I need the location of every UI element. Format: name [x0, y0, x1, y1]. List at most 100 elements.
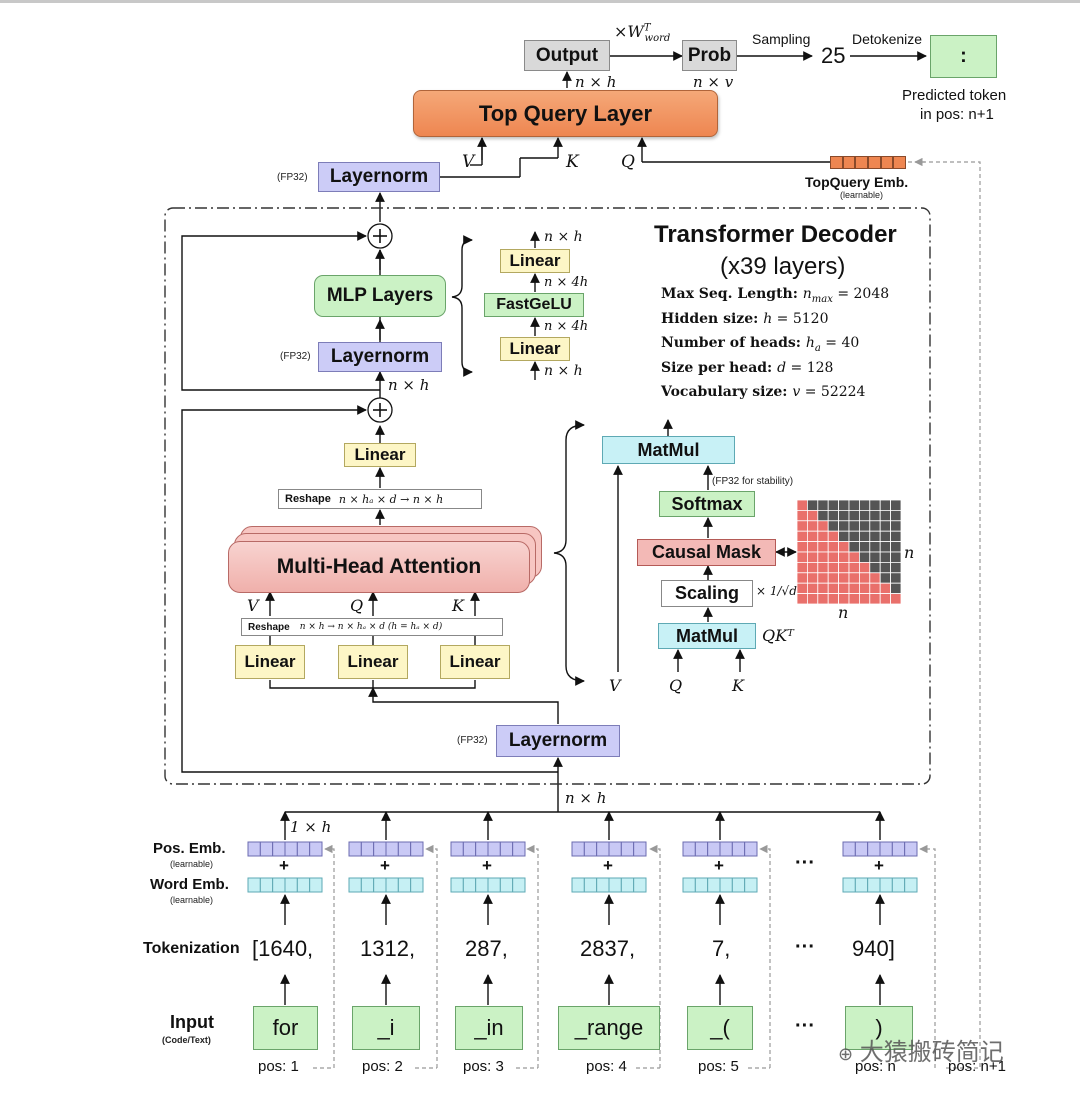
attn-k: K: [732, 676, 744, 695]
top-query-v: V: [462, 152, 475, 172]
token-ellipsis: ···: [795, 936, 815, 958]
layernorm-mid: Layernorm: [318, 342, 442, 372]
linear-q: Linear: [338, 645, 408, 679]
output-dim: n × h: [575, 73, 617, 91]
pos-emb-label: Pos. Emb.: [153, 840, 226, 857]
mask-cell: [807, 509, 819, 522]
mask-cell: [890, 509, 902, 522]
mask-cell: [879, 530, 892, 543]
mask-cell: [869, 582, 881, 595]
mask-cell: [807, 572, 819, 584]
mask-cell: [848, 551, 860, 563]
mlp-linear-bottom: Linear: [500, 337, 570, 361]
scaling-label: Scaling: [674, 583, 740, 603]
mask-n-bottom: n: [838, 603, 849, 622]
detokenize-label: Detokenize: [852, 31, 923, 47]
mask-cell: [838, 499, 850, 511]
pos-emb-cell: [707, 841, 721, 857]
pos-emb-cell: [348, 841, 362, 857]
mask-cell: [838, 520, 850, 532]
mask-cell: [848, 582, 860, 595]
mask-cell: [817, 509, 829, 522]
linear-v-label: Linear: [244, 652, 296, 671]
word-emb-cell: [487, 877, 501, 893]
token-id: 940]: [852, 936, 895, 961]
mask-cell: [807, 562, 819, 574]
mask-n-right: n: [904, 543, 915, 562]
mask-cell: [817, 541, 829, 553]
layernorm-bottom-label: Layernorm: [508, 730, 608, 751]
mask-cell: [796, 593, 808, 605]
mask-cell: [869, 551, 881, 563]
top-divider: [0, 0, 1080, 3]
word-emb-cell: [620, 877, 635, 893]
prob-box: Prob: [682, 40, 737, 71]
embedding-plus: +: [714, 856, 724, 875]
pos-emb-cell: [633, 841, 647, 857]
mha-q: Q: [350, 596, 364, 615]
sampled-value: 25: [821, 43, 846, 68]
mask-cell: [879, 572, 892, 584]
word-emb-cell: [904, 877, 918, 893]
word-emb-sub: (learnable): [170, 895, 214, 905]
residual-dim: n × h: [388, 376, 430, 394]
top-query-k: K: [566, 152, 579, 172]
mask-cell: [848, 562, 860, 574]
mlp-gelu: FastGeLU: [484, 293, 584, 317]
token-id: 1312,: [360, 936, 416, 961]
pos-emb-cell: [842, 841, 856, 857]
layernorm-top-label: Layernorm: [329, 166, 429, 187]
mlp-linear-bottom-label: Linear: [509, 339, 561, 358]
prob-dim: n × v: [693, 73, 734, 91]
mask-cell: [838, 572, 850, 584]
scale-factor: × 1/√d: [756, 584, 797, 598]
mask-cell: [796, 551, 808, 563]
mask-cell: [796, 520, 808, 532]
attn-linear-out-label: Linear: [354, 445, 406, 464]
word-emb-cell: [842, 877, 856, 893]
word-emb-cell: [373, 877, 387, 893]
mask-cell: [827, 509, 840, 522]
attn-v: V: [609, 676, 621, 695]
token-id: 2837,: [580, 936, 636, 961]
mask-cell: [848, 520, 860, 532]
word-emb-cell: [309, 877, 323, 893]
softmax-label: Softmax: [671, 493, 743, 514]
mask-cell: [796, 582, 808, 595]
topquery-emb-label: TopQuery Emb.: [805, 174, 909, 190]
mask-cell: [838, 509, 850, 522]
mask-cell: [890, 551, 902, 563]
input-token: ): [845, 1006, 913, 1050]
pos-emb-cell: [854, 841, 869, 857]
input-token: _range: [558, 1006, 660, 1050]
mask-cell: [827, 582, 840, 595]
layernorm-mid-label: Layernorm: [330, 346, 430, 367]
qk-label: QKᵀ: [762, 626, 794, 645]
mask-cell: [848, 530, 860, 543]
mask-cell: [827, 562, 840, 574]
mha-label: Multi-Head Attention: [276, 555, 482, 578]
embedding-vector-dim: 1 × h: [290, 818, 332, 836]
sampling-label: Sampling: [752, 31, 811, 47]
word-emb-cell: [719, 877, 733, 893]
input-label: Input: [170, 1012, 214, 1032]
attn-matmul-top: MatMul: [602, 436, 735, 464]
mask-cell: [817, 572, 829, 584]
token-id: 287,: [465, 936, 508, 961]
mask-cell: [827, 541, 840, 553]
mask-cell: [848, 509, 860, 522]
causal-mask-label: Causal Mask: [651, 542, 762, 562]
mask-cell: [827, 551, 840, 563]
linear-k-label: Linear: [449, 652, 501, 671]
fp32-tag-mid: (FP32): [280, 351, 311, 362]
word-emb-cell: [450, 877, 464, 893]
top-query-title: Top Query Layer: [478, 100, 653, 126]
mlp-layers-box: MLP Layers: [314, 275, 446, 317]
mask-cell: [879, 562, 892, 574]
word-emb-cell: [596, 877, 610, 893]
multi-head-attention: Multi-Head Attention: [228, 541, 530, 593]
output-label: Output: [535, 44, 599, 66]
scaling-box: Scaling: [661, 580, 753, 607]
pos-emb-cell: [499, 841, 514, 857]
